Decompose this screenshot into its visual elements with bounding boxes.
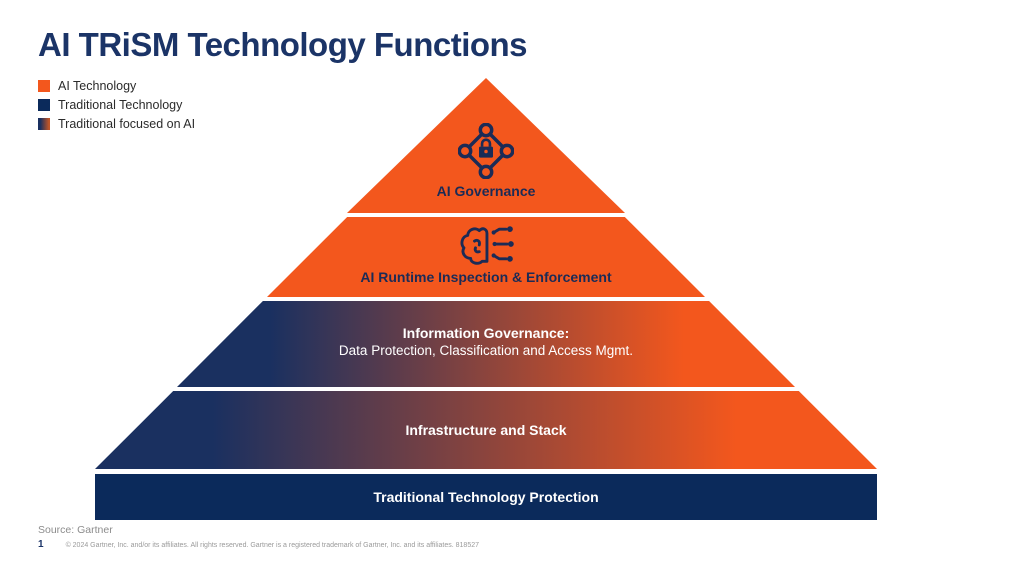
tier-label: AI Governance (436, 183, 536, 199)
footer: 1 © 2024 Gartner, Inc. and/or its affili… (38, 539, 479, 550)
pyramid-tier-infrastructure-and-stack: Infrastructure and Stack (95, 391, 877, 469)
legend-label: AI Technology (58, 78, 137, 93)
tier-sublabel: Data Protection, Classification and Acce… (338, 342, 634, 358)
legend-item-traditional-technology: Traditional Technology (38, 95, 195, 114)
legend-swatch-ai-technology (38, 79, 50, 92)
legend-label: Traditional Technology (58, 97, 183, 112)
copyright-text: © 2024 Gartner, Inc. and/or its affiliat… (65, 542, 480, 549)
source-note: Source: Gartner (38, 524, 113, 536)
pyramid-tier-information-governance: Information Governance: Data Protection,… (177, 301, 795, 387)
legend: AI Technology Traditional Technology Tra… (38, 76, 195, 133)
tier-label: Infrastructure and Stack (405, 422, 567, 438)
legend-swatch-traditional-technology (38, 98, 50, 111)
governance-lock-network-icon (458, 123, 514, 179)
page-number: 1 (38, 539, 44, 550)
legend-item-traditional-focused-on-ai: Traditional focused on AI (38, 114, 195, 133)
tier-label: Information Governance: (402, 324, 570, 341)
legend-item-ai-technology: AI Technology (38, 76, 195, 95)
pyramid-tier-ai-runtime-inspection: AI Runtime Inspection & Enforcement (267, 217, 705, 297)
legend-label: Traditional focused on AI (58, 116, 196, 131)
legend-swatch-traditional-focused-on-ai (38, 117, 50, 130)
page-title: AI TRiSM Technology Functions (38, 26, 528, 63)
tier-label: Traditional Technology Protection (373, 489, 599, 505)
tier-label: AI Runtime Inspection & Enforcement (360, 269, 612, 285)
brain-circuit-icon (460, 226, 514, 265)
pyramid-tier-ai-governance: AI Governance (347, 78, 625, 213)
pyramid-tier-traditional-technology-protection: Traditional Technology Protection (95, 474, 877, 520)
